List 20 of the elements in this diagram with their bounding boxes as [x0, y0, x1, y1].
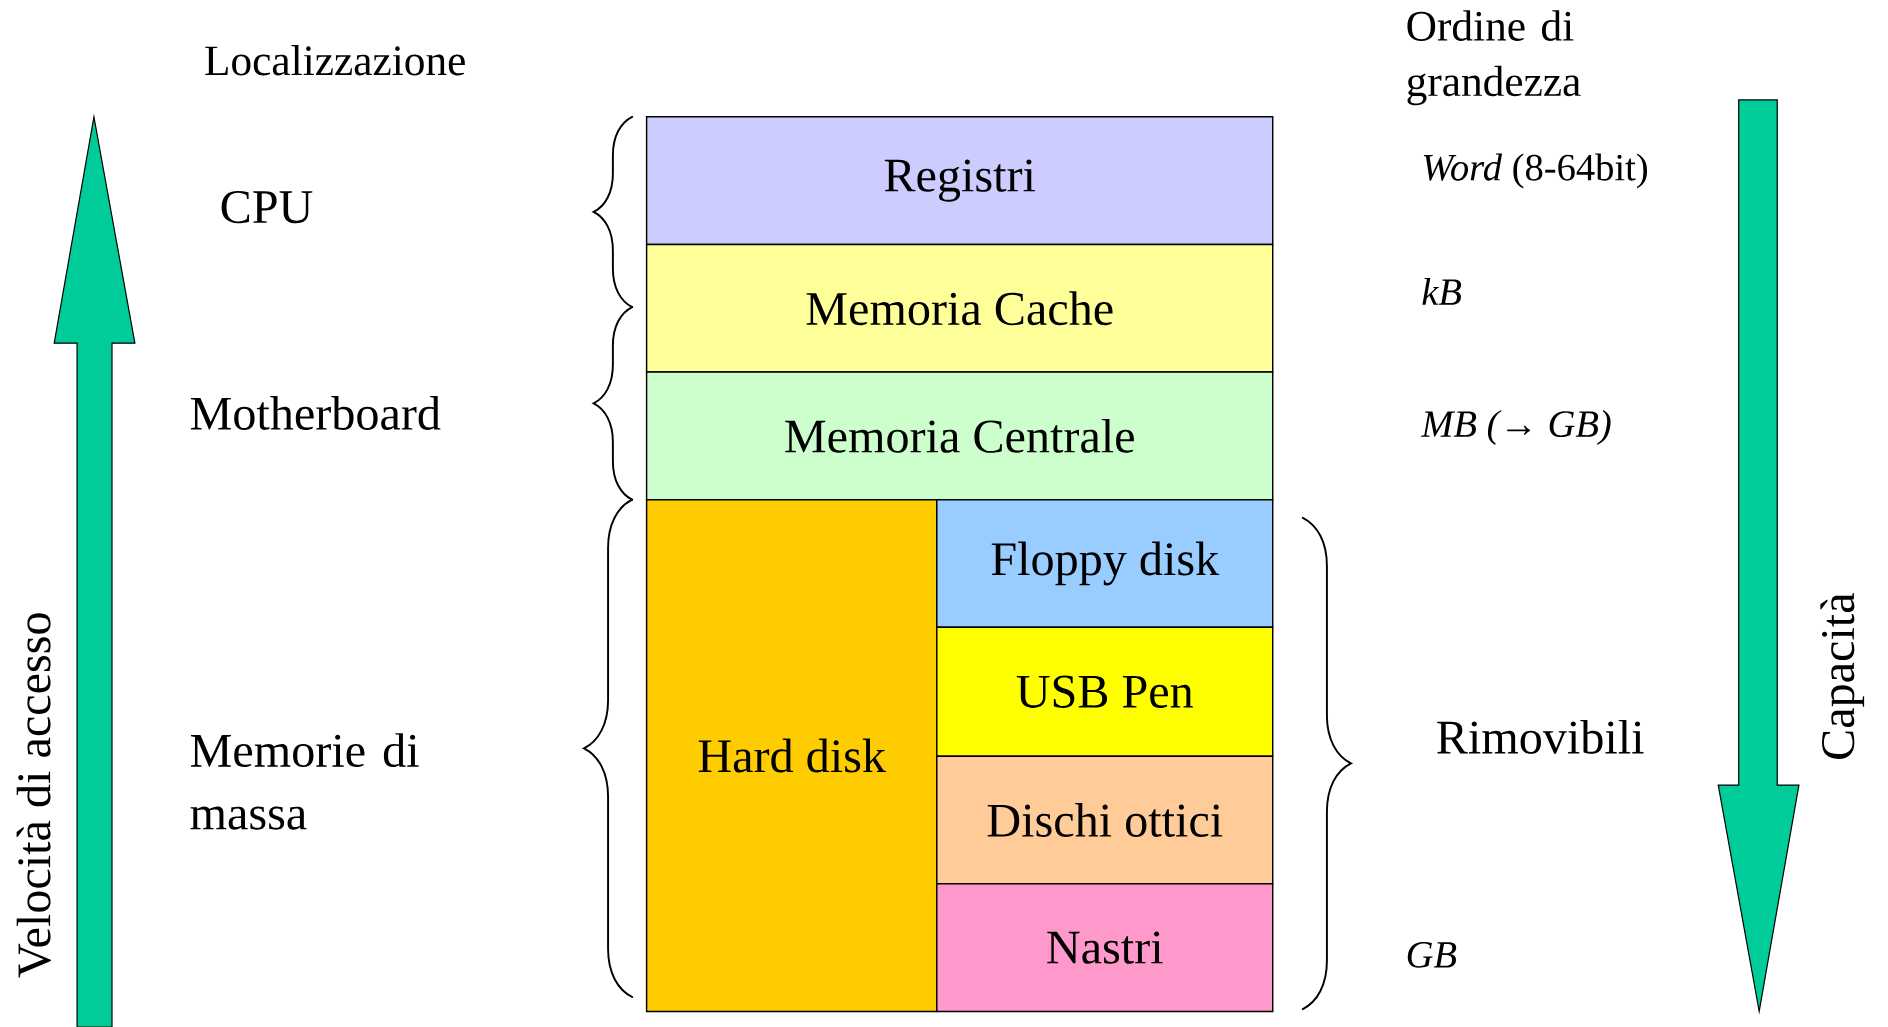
- text-label: Memorie di massa: [190, 733, 419, 830]
- memory-box: Floppy disk: [936, 498, 1274, 628]
- memory-box: Registri: [645, 116, 1274, 246]
- text-label: Localizzazione: [205, 44, 465, 76]
- text-label: kB: [1422, 277, 1462, 305]
- text-label: Rimovibili: [1437, 719, 1644, 754]
- text-label: Ordine di grandezza: [1407, 10, 1581, 106]
- text-label: CPU: [221, 190, 313, 224]
- text-label: Motherboard: [190, 396, 441, 430]
- text-label: Word (8-64bit): [1423, 153, 1647, 189]
- text-label: GB: [1407, 941, 1457, 968]
- memory-box: Memoria Cache: [645, 243, 1274, 373]
- memory-box: Dischi ottici: [936, 755, 1274, 885]
- memory-box: Hard disk: [645, 498, 938, 1013]
- memory-box: Nastri: [936, 883, 1274, 1013]
- memory-box: USB Pen: [936, 626, 1274, 757]
- text-label: Velocità di accesso: [16, 613, 51, 978]
- text-label: MB (→ GB): [1420, 409, 1611, 445]
- text-label: Capacità: [1820, 593, 1865, 759]
- memory-box: Memoria Centrale: [645, 371, 1274, 501]
